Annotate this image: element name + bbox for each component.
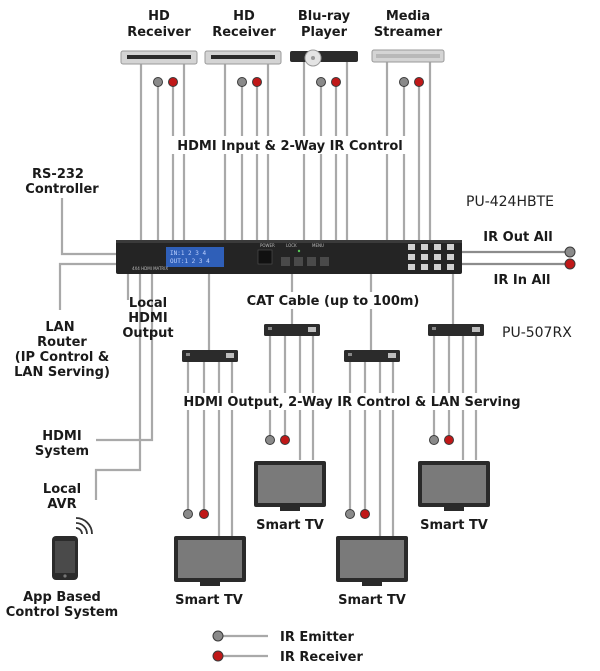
lan-router-line3: (IP Control & — [15, 350, 109, 365]
source-label-1-line2: Receiver — [127, 25, 191, 40]
lcd-line2: OUT:1 2 3 4 — [170, 258, 210, 265]
tv-label-1: Smart TV — [175, 593, 243, 608]
matrix-panel-title: 4X4 HDMI MATRIX — [132, 266, 168, 271]
lan-router-line1: LAN — [45, 320, 74, 335]
ir-receiver-icon — [331, 77, 341, 87]
front-button-3[interactable] — [307, 257, 316, 266]
ir-receiver-icon — [280, 435, 290, 445]
tv-ir-nodes — [183, 435, 454, 519]
source-device-media-streamer — [371, 49, 445, 63]
ir-receiver-icon — [252, 77, 262, 87]
ir-receiver-icon — [199, 509, 209, 519]
local-hdmi-line3: Output — [122, 326, 173, 341]
ir-out-all-label: IR Out All — [483, 230, 552, 245]
local-avr-wire — [94, 272, 142, 500]
ir-emitter-icon — [429, 435, 439, 445]
matrix-model-label: PU-424HBTE — [466, 194, 554, 210]
app-control-line2: Control System — [6, 605, 118, 620]
local-avr-line2: AVR — [47, 497, 76, 512]
smart-tv-1 — [174, 536, 246, 586]
matrix-lcd — [166, 247, 224, 267]
ir-emitter-icon — [183, 509, 193, 519]
front-button-1[interactable] — [281, 257, 290, 266]
tv-label-4: Smart TV — [420, 518, 488, 533]
legend: IR Emitter IR Receiver — [212, 630, 363, 665]
source-label-1-line1: HD — [148, 9, 170, 24]
power-label: POWER — [260, 243, 275, 248]
source-label-2-line2: Receiver — [212, 25, 276, 40]
lan-router-line2: Router — [37, 335, 87, 350]
source-label-2-line1: HD — [233, 9, 255, 24]
matrix-port-grid — [408, 244, 454, 270]
lock-label: LOCK — [286, 243, 297, 248]
legend-emitter-label: IR Emitter — [280, 630, 355, 645]
ir-receiver-icon — [414, 77, 424, 87]
hdmi-input-label: HDMI Input & 2-Way IR Control — [177, 139, 402, 154]
ir-emitter-icon — [316, 77, 326, 87]
source-label-4-line2: Streamer — [374, 25, 443, 40]
legend-receiver-label: IR Receiver — [280, 650, 363, 665]
ir-emitter-icon — [399, 77, 409, 87]
lcd-line1: IN:1 2 3 4 — [170, 250, 207, 257]
ir-emitter-icon — [265, 435, 275, 445]
ir-receiver-icon — [444, 435, 454, 445]
source-device-hd-receiver-2 — [204, 50, 282, 65]
legend-emitter-icon — [212, 630, 224, 642]
source-labels: HD Receiver HD Receiver Blu-ray Player M… — [127, 9, 443, 40]
receiver-unit-1 — [182, 350, 238, 362]
rs232-label-line1: RS-232 — [32, 167, 84, 182]
front-button-4[interactable] — [320, 257, 329, 266]
lan-router-line4: LAN Serving) — [14, 365, 110, 380]
power-button[interactable] — [257, 249, 273, 265]
ir-emitter-icon — [237, 77, 247, 87]
tv-label-3: Smart TV — [338, 593, 406, 608]
smartphone-icon — [52, 536, 78, 580]
source-label-3-line1: Blu-ray — [298, 9, 351, 24]
tv-label-2: Smart TV — [256, 518, 324, 533]
ir-emitter-icon — [345, 509, 355, 519]
source-device-bluray-player — [290, 49, 358, 67]
legend-receiver-icon — [212, 650, 224, 662]
cat-cable-label: CAT Cable (up to 100m) — [247, 294, 420, 309]
hdmi-output-label: HDMI Output, 2-Way IR Control & LAN Serv… — [183, 395, 520, 410]
receiver-model-label: PU-507RX — [502, 325, 572, 341]
ir-in-all-label: IR In All — [494, 273, 551, 288]
ir-receiver-icon — [168, 77, 178, 87]
wifi-icon — [75, 517, 93, 535]
source-label-3-line2: Player — [301, 25, 348, 40]
matrix-switcher: IN:1 2 3 4 OUT:1 2 3 4 4X4 HDMI MATRIX P… — [116, 240, 462, 274]
smart-tv-4 — [418, 461, 490, 511]
smart-tv-2 — [254, 461, 326, 511]
hdmi-system-line1: HDMI — [42, 429, 81, 444]
rs232-wire — [60, 198, 118, 256]
ir-out-all-emitter-icon — [564, 246, 576, 258]
ir-receiver-icon — [360, 509, 370, 519]
smart-tv-3 — [336, 536, 408, 586]
receiver-unit-4 — [428, 324, 484, 336]
ir-in-all-receiver-icon — [564, 258, 576, 270]
receiver-unit-2 — [264, 324, 320, 336]
receiver-unit-3 — [344, 350, 400, 362]
receiver-wires — [186, 336, 478, 536]
local-hdmi-line2: HDMI — [128, 311, 167, 326]
cat-cable-wires — [207, 272, 455, 352]
app-control-line1: App Based — [23, 590, 101, 605]
local-hdmi-line1: Local — [129, 296, 167, 311]
front-button-2[interactable] — [294, 257, 303, 266]
lan-wire — [58, 262, 118, 310]
local-avr-line1: Local — [43, 482, 81, 497]
source-label-4-line1: Media — [386, 9, 430, 24]
rs232-label-line2: Controller — [25, 182, 99, 197]
hdmi-system-line2: System — [35, 444, 89, 459]
source-device-hd-receiver-1 — [120, 50, 198, 65]
menu-label: MENU — [312, 243, 324, 248]
ir-emitter-icon — [153, 77, 163, 87]
source-ir-nodes — [153, 77, 424, 87]
hdmi-system-wire — [96, 272, 154, 442]
